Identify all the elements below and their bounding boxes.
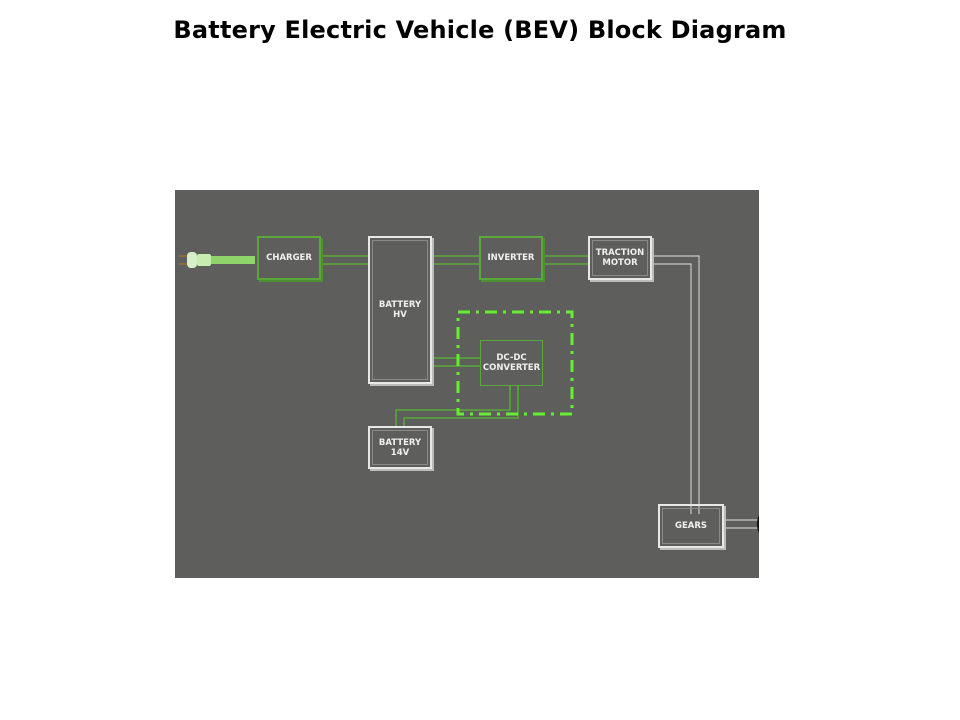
power-plug-icon (179, 252, 255, 268)
charger-label: CHARGER (266, 253, 312, 263)
wheel-icon (757, 514, 759, 534)
connector-dcdc-battery-14v (395, 386, 519, 426)
connection-layer (179, 252, 759, 534)
inverter-block: INVERTER (479, 236, 543, 280)
battery-hv-block: BATTERY HV (368, 236, 432, 384)
inverter-label: INVERTER (487, 253, 535, 263)
charger-block: CHARGER (257, 236, 321, 280)
traction-motor-block: TRACTION MOTOR (588, 236, 652, 280)
connector-gears-wheel (725, 519, 759, 529)
connector-traction-motor-gears (653, 255, 700, 514)
page-title: Battery Electric Vehicle (BEV) Block Dia… (173, 16, 787, 44)
block-diagram-panel: CHARGER BATTERY HV INVERTER TRACTION MOT… (175, 190, 759, 578)
battery-hv-label: BATTERY HV (378, 300, 422, 320)
battery-14v-block: BATTERY 14V (368, 426, 432, 469)
dcdc-converter-block: DC-DC CONVERTER (480, 340, 543, 386)
connector-inverter-traction-motor (544, 255, 588, 265)
connector-battery-hv-inverter (433, 255, 479, 265)
battery-14v-label: BATTERY 14V (378, 437, 422, 458)
dcdc-highlight-box (456, 310, 574, 416)
gears-label: GEARS (674, 521, 708, 531)
gears-block: GEARS (658, 504, 724, 548)
dcdc-converter-label: DC-DC CONVERTER (482, 353, 541, 373)
traction-motor-label: TRACTION MOTOR (595, 248, 645, 268)
connector-charger-battery-hv (323, 255, 368, 265)
